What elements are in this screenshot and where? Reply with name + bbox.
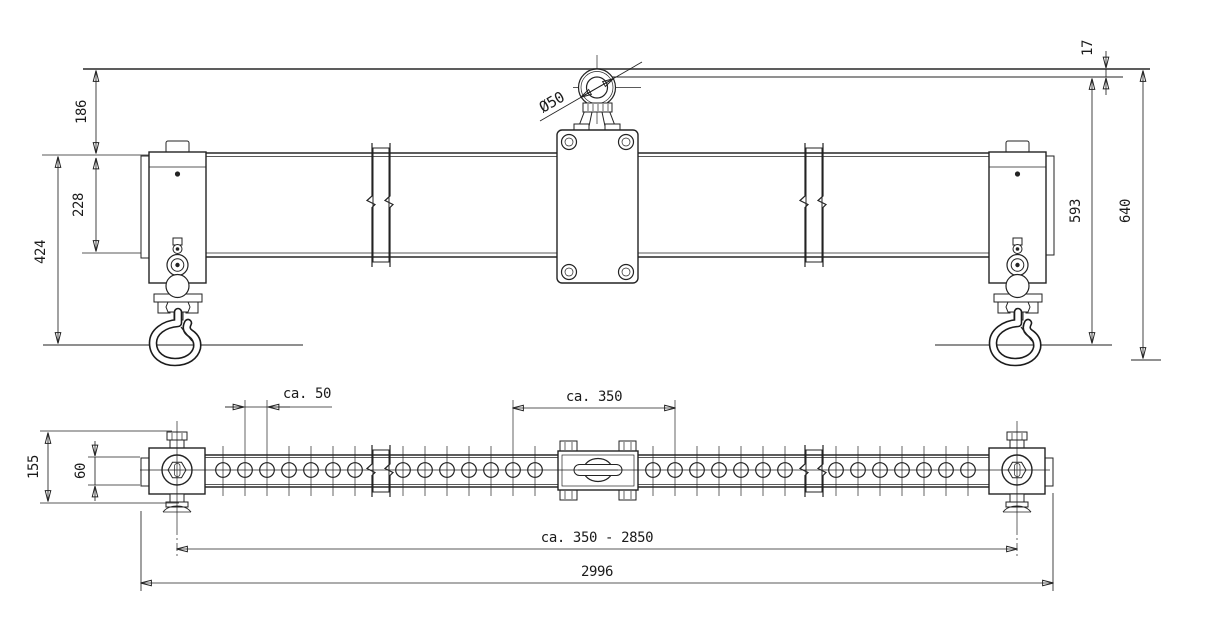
right-end-block-plan [988, 420, 1046, 558]
beam-break-symbols-front [365, 143, 828, 267]
front-dimensions: 186 228 424 593 640 17 Ø50 [33, 40, 1147, 359]
left-end-block-plan [148, 420, 206, 558]
shackle-crossbar [582, 102, 613, 113]
plan-dimensions: 155 60 ca. 50 ca. 350 ca. 350 - 2850 299… [26, 386, 1054, 591]
center-suspension-assembly [556, 55, 641, 284]
beam-break-symbols-plan [365, 445, 828, 497]
dim-label-ring-bore: Ø50 [536, 88, 568, 117]
right-end-plate-front [1045, 155, 1055, 256]
center-block-plan [557, 440, 639, 501]
dim-label-155: 155 [26, 455, 42, 479]
left-end-assembly [149, 141, 206, 362]
dim-label-overall-length: 2996 [581, 564, 613, 580]
right-end-assembly [989, 141, 1046, 362]
lifting-ring [577, 68, 617, 107]
plan-view: 155 60 ca. 50 ca. 350 ca. 350 - 2850 299… [26, 386, 1054, 591]
center-plate-bolts [560, 133, 635, 281]
left-end-plate-plan [140, 457, 150, 487]
dim-label-60: 60 [73, 463, 89, 479]
left-end-plate-front [140, 155, 150, 259]
dim-label-186: 186 [74, 100, 90, 124]
dim-label-hook-spacing: ca. 350 - 2850 [541, 530, 653, 546]
dim-label-640: 640 [1118, 199, 1134, 223]
dim-label-228: 228 [71, 193, 87, 217]
right-end-plate-plan [1044, 457, 1054, 487]
front-view: 186 228 424 593 640 17 Ø50 [33, 40, 1161, 362]
dim-label-593: 593 [1068, 199, 1084, 223]
center-plate [556, 129, 639, 284]
dim-label-424: 424 [33, 240, 49, 264]
dim-label-hole-pitch: ca. 50 [283, 386, 331, 402]
dim-label-17: 17 [1080, 40, 1096, 56]
dim-label-center-span: ca. 350 [566, 389, 622, 405]
